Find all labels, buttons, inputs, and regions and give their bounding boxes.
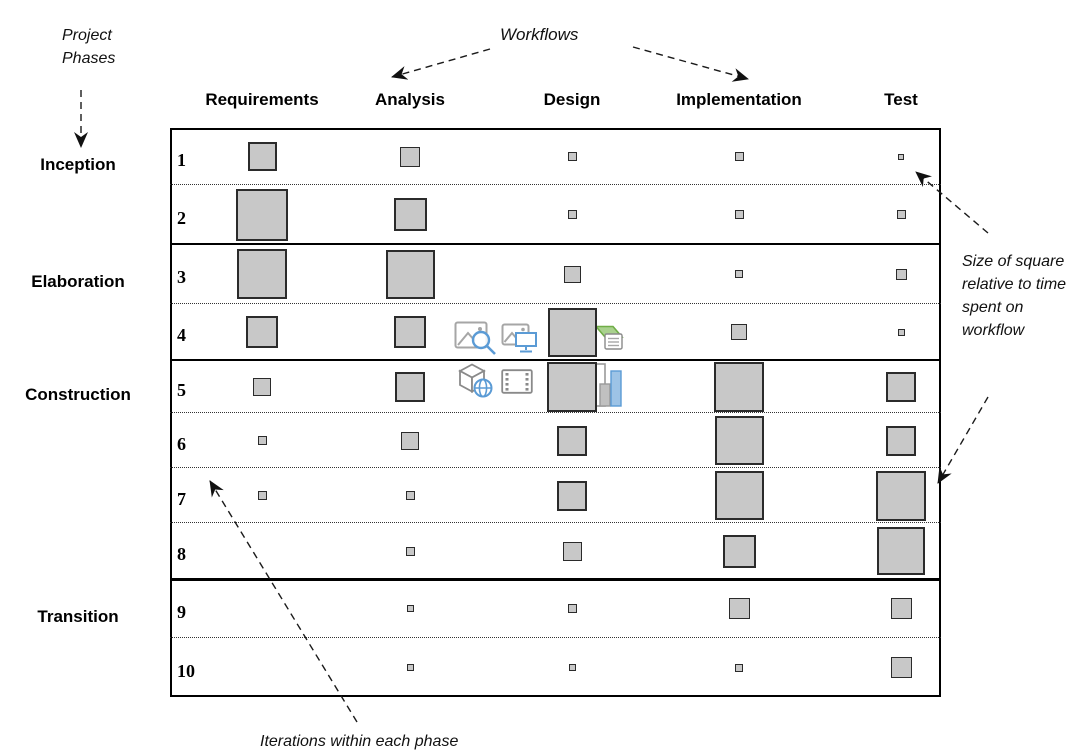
effort-square-implementation-iter9 [728,598,750,619]
effort-square-test-iter9 [890,598,912,619]
effort-square-analysis-iter1 [400,146,420,167]
effort-square-design-iter6 [557,425,587,456]
phase-label-transition: Transition [37,606,119,626]
effort-square-analysis-iter10 [406,664,414,671]
effort-square-test-iter8 [877,527,925,575]
row-separator-dotted [170,184,941,185]
effort-square-design-iter7 [557,480,587,511]
iteration-number-6: 6 [177,433,186,454]
row-separator-dotted [170,412,941,413]
effort-square-test-iter4 [897,328,905,336]
effort-square-test-iter1 [898,153,904,160]
iteration-number-10: 10 [177,660,195,681]
square-size-note: Size of square relative to time spent on… [962,253,1067,339]
column-header-requirements: Requirements [205,90,319,109]
effort-square-implementation-iter1 [734,152,744,161]
effort-square-analysis-iter2 [393,198,427,231]
workflows-left-arrow [391,48,491,80]
effort-square-analysis-iter6 [401,431,419,450]
film-strip-icon [501,369,533,394]
workflows-label: Workflows [500,25,579,44]
effort-square-design-iter1 [567,152,577,161]
effort-square-analysis-iter8 [405,546,415,556]
effort-square-design-iter5 [547,361,597,412]
effort-square-analysis-iter5 [395,371,425,402]
effort-square-design-iter4 [547,307,597,357]
column-header-design: Design [543,90,601,109]
effort-square-requirements-iter3 [237,249,287,299]
row-separator-dotted [170,522,941,523]
stock-image-icon [454,321,497,355]
cube-globe-icon [455,362,493,398]
row-separator-solid [170,359,941,361]
effort-square-design-iter8 [562,541,582,561]
iterations-note: Iterations within each phase [260,733,459,750]
picture-monitor-icon [501,323,538,353]
effort-square-requirements-iter1 [247,142,277,171]
iteration-number-5: 5 [177,379,186,400]
effort-square-test-iter10 [890,657,912,678]
iteration-number-2: 2 [177,207,186,228]
column-header-analysis: Analysis [375,90,445,109]
iteration-number-7: 7 [177,488,186,509]
iteration-number-9: 9 [177,601,186,622]
effort-square-implementation-iter4 [731,324,747,340]
effort-square-requirements-iter2 [236,188,288,241]
phase-label-construction: Construction [25,384,131,404]
effort-square-implementation-iter6 [714,416,764,465]
effort-square-requirements-iter4 [246,316,278,348]
effort-square-analysis-iter3 [385,249,435,299]
effort-square-implementation-iter5 [714,361,764,412]
row-separator-thick [170,578,941,581]
effort-square-analysis-iter9 [406,605,414,612]
effort-square-requirements-iter7 [257,491,267,500]
iteration-number-4: 4 [177,325,186,345]
effort-square-implementation-iter2 [734,210,744,219]
iteration-number-3: 3 [177,267,186,287]
effort-square-implementation-iter10 [735,663,743,672]
effort-square-test-iter2 [896,210,906,219]
size-note-bottom-arrow [937,396,989,484]
effort-square-requirements-iter5 [253,377,271,396]
effort-square-test-iter7 [876,470,926,521]
effort-square-test-iter5 [886,371,916,402]
row-separator-solid [170,243,941,245]
effort-square-implementation-iter8 [722,534,756,568]
phase-label-inception: Inception [40,154,116,174]
bar-chart-icon [593,362,623,408]
effort-square-implementation-iter3 [735,270,743,278]
effort-square-analysis-iter7 [405,491,415,500]
iteration-number-8: 8 [177,544,186,564]
row-separator-dotted [170,467,941,468]
effort-square-test-iter6 [886,425,916,456]
row-separator-dotted [170,637,941,638]
effort-square-requirements-iter6 [257,436,267,445]
effort-square-design-iter3 [563,265,581,283]
effort-square-implementation-iter7 [714,471,764,520]
phase-label-elaboration: Elaboration [31,272,125,291]
effort-square-design-iter2 [567,210,577,219]
column-header-test: Test [884,90,918,109]
iteration-number-1: 1 [177,149,186,170]
effort-square-design-iter10 [568,664,576,671]
workflows-right-arrow [632,46,749,82]
project-phases-label: Project Phases [62,27,116,67]
effort-square-test-iter3 [895,268,907,280]
effort-square-analysis-iter4 [394,316,426,348]
row-separator-dotted [170,303,941,304]
column-header-implementation: Implementation [676,90,802,109]
effort-square-design-iter9 [567,604,577,613]
